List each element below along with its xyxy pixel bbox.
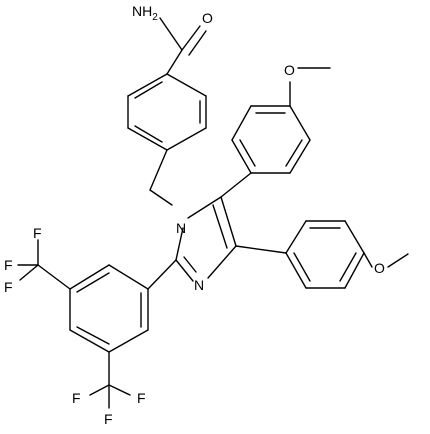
benzamide-ring [127,73,207,151]
fluorine-label: F [137,390,146,406]
lower-trifluoromethyl-group [89,351,131,409]
fluorine-label: F [72,390,81,406]
top-methoxyphenyl-ring [220,67,331,198]
methylene-linker [149,149,173,206]
right-methoxyphenyl-ring [235,220,409,289]
bis-trifluoromethyl-phenyl-ring [69,259,177,353]
imidazole-n1-label: N [176,220,186,236]
upper-trifluoromethyl-group [17,239,71,290]
fluorine-label: F [4,257,13,273]
fluorine-label: F [104,411,113,427]
right-methoxy-oxygen-label: O [374,260,385,276]
amide-group [159,17,207,75]
imidazole-n3-label: N [194,277,204,293]
amide-oxygen-label: O [202,10,213,26]
amide-nh2-label: NH2 [132,3,158,23]
imidazole-ring [175,196,237,282]
fluorine-label: F [33,225,42,241]
top-methoxy-oxygen-label: O [284,62,295,78]
fluorine-label: F [4,279,13,295]
